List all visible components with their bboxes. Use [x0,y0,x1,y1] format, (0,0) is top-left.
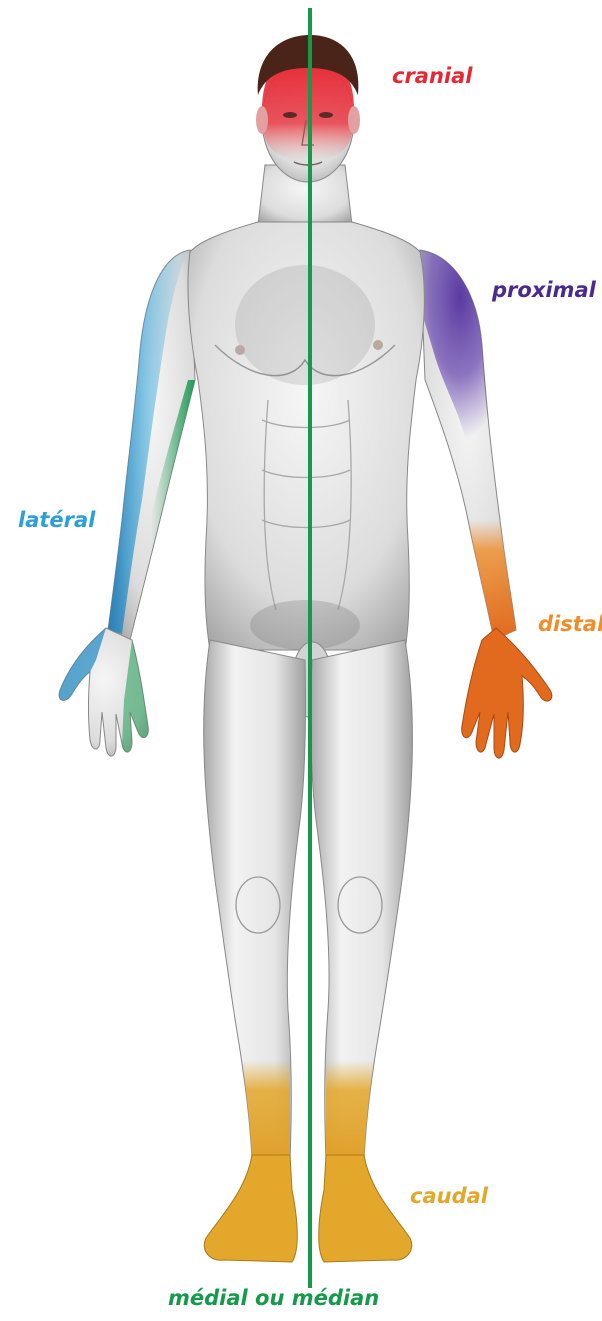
eye-left [283,112,297,118]
nipple-right [373,340,383,350]
label-proximal: proximal [492,280,596,301]
label-distal: distal [538,614,602,635]
nipple-left [235,345,245,355]
label-medial: médial ou médian [168,1288,379,1309]
label-caudal: caudal [410,1186,488,1207]
chest-hair [235,265,375,385]
label-lateral: latéral [18,510,95,531]
ear-right [348,106,360,134]
human-body [59,35,552,1262]
leg-left-caudal-zone [242,1060,290,1160]
eye-right [319,112,333,118]
leg-right-caudal-zone [326,1060,374,1160]
hand-right [462,628,552,758]
pubic-hair [250,600,360,650]
ear-left [256,106,268,134]
foot-left [204,1155,297,1262]
foot-right [319,1155,412,1262]
label-cranial: cranial [392,66,473,87]
